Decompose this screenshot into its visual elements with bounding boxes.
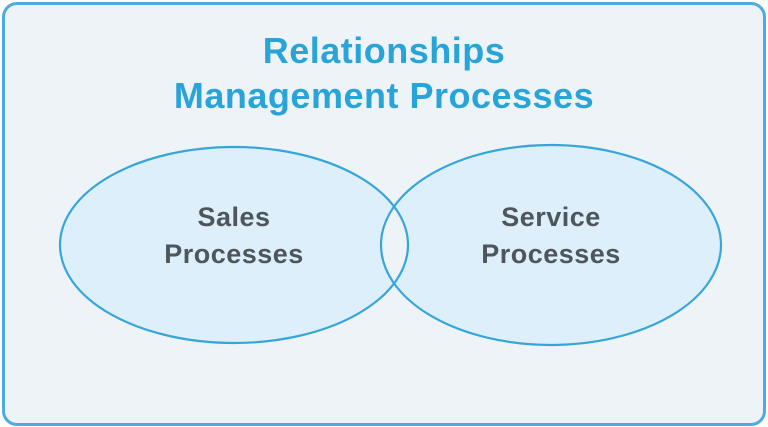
right-ellipse [381, 145, 721, 345]
right-ellipse-outline [379, 143, 723, 347]
left-ellipse [60, 147, 408, 343]
diagram-title: Relationships Management Processes [0, 28, 768, 118]
left-ellipse-outline [58, 145, 410, 345]
title-line-2: Management Processes [173, 75, 595, 116]
title-line-1: Relationships [262, 30, 506, 71]
